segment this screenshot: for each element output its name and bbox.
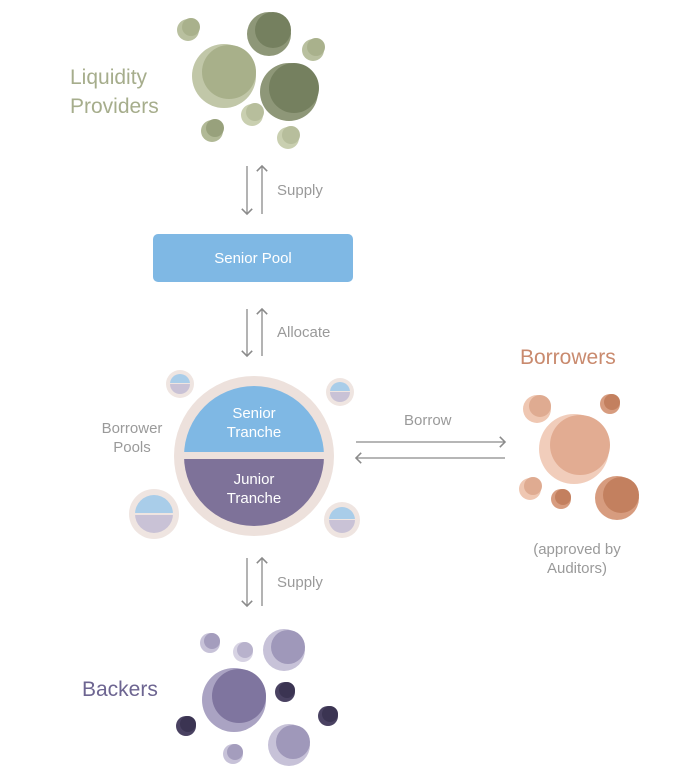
small-pool-icon bbox=[166, 370, 194, 398]
borrowers-note: (approved by Auditors) bbox=[517, 540, 637, 578]
borrower-pools-label: Borrower Pools bbox=[92, 419, 172, 457]
senior-tranche-line2: Tranche bbox=[226, 424, 282, 441]
supply-bottom-arrows bbox=[241, 556, 268, 608]
supply-top-label: Supply bbox=[277, 182, 323, 199]
borrow-arrows bbox=[354, 436, 507, 464]
senior-tranche-label: Senior Tranche bbox=[204, 404, 304, 442]
backers-title: Backers bbox=[82, 678, 158, 701]
lp-title-line1: Liquidity bbox=[70, 66, 148, 89]
small-pool-icon bbox=[129, 489, 179, 539]
borrowers-note-line2: Auditors) bbox=[546, 560, 608, 577]
lp-title-line2: Providers bbox=[70, 95, 159, 118]
borrowers-note-line1: (approved by bbox=[533, 541, 621, 558]
supply-bottom-label: Supply bbox=[277, 574, 323, 591]
allocate-label: Allocate bbox=[277, 324, 331, 341]
small-pool-icon bbox=[324, 502, 360, 538]
backers-cluster bbox=[176, 629, 338, 766]
senior-pool-box: Senior Pool bbox=[153, 234, 353, 282]
borrower-pools-line1: Borrower bbox=[101, 420, 163, 437]
senior-tranche-line1: Senior bbox=[232, 405, 276, 422]
small-pool-icon bbox=[326, 378, 354, 406]
junior-tranche-line1: Junior bbox=[233, 471, 275, 488]
junior-tranche-label: Junior Tranche bbox=[204, 470, 304, 508]
small-pools bbox=[129, 370, 360, 539]
borrowers-title: Borrowers bbox=[520, 346, 616, 369]
main-borrower-pool bbox=[174, 376, 334, 536]
allocate-arrows bbox=[241, 307, 268, 358]
liquidity-providers-cluster bbox=[177, 12, 325, 149]
borrowers-cluster bbox=[519, 394, 639, 520]
borrow-label: Borrow bbox=[404, 412, 452, 429]
liquidity-providers-title: Liquidity Providers bbox=[70, 63, 159, 121]
junior-tranche-line2: Tranche bbox=[226, 490, 282, 507]
supply-top-arrows bbox=[241, 164, 268, 216]
borrower-pools-line2: Pools bbox=[113, 439, 151, 456]
